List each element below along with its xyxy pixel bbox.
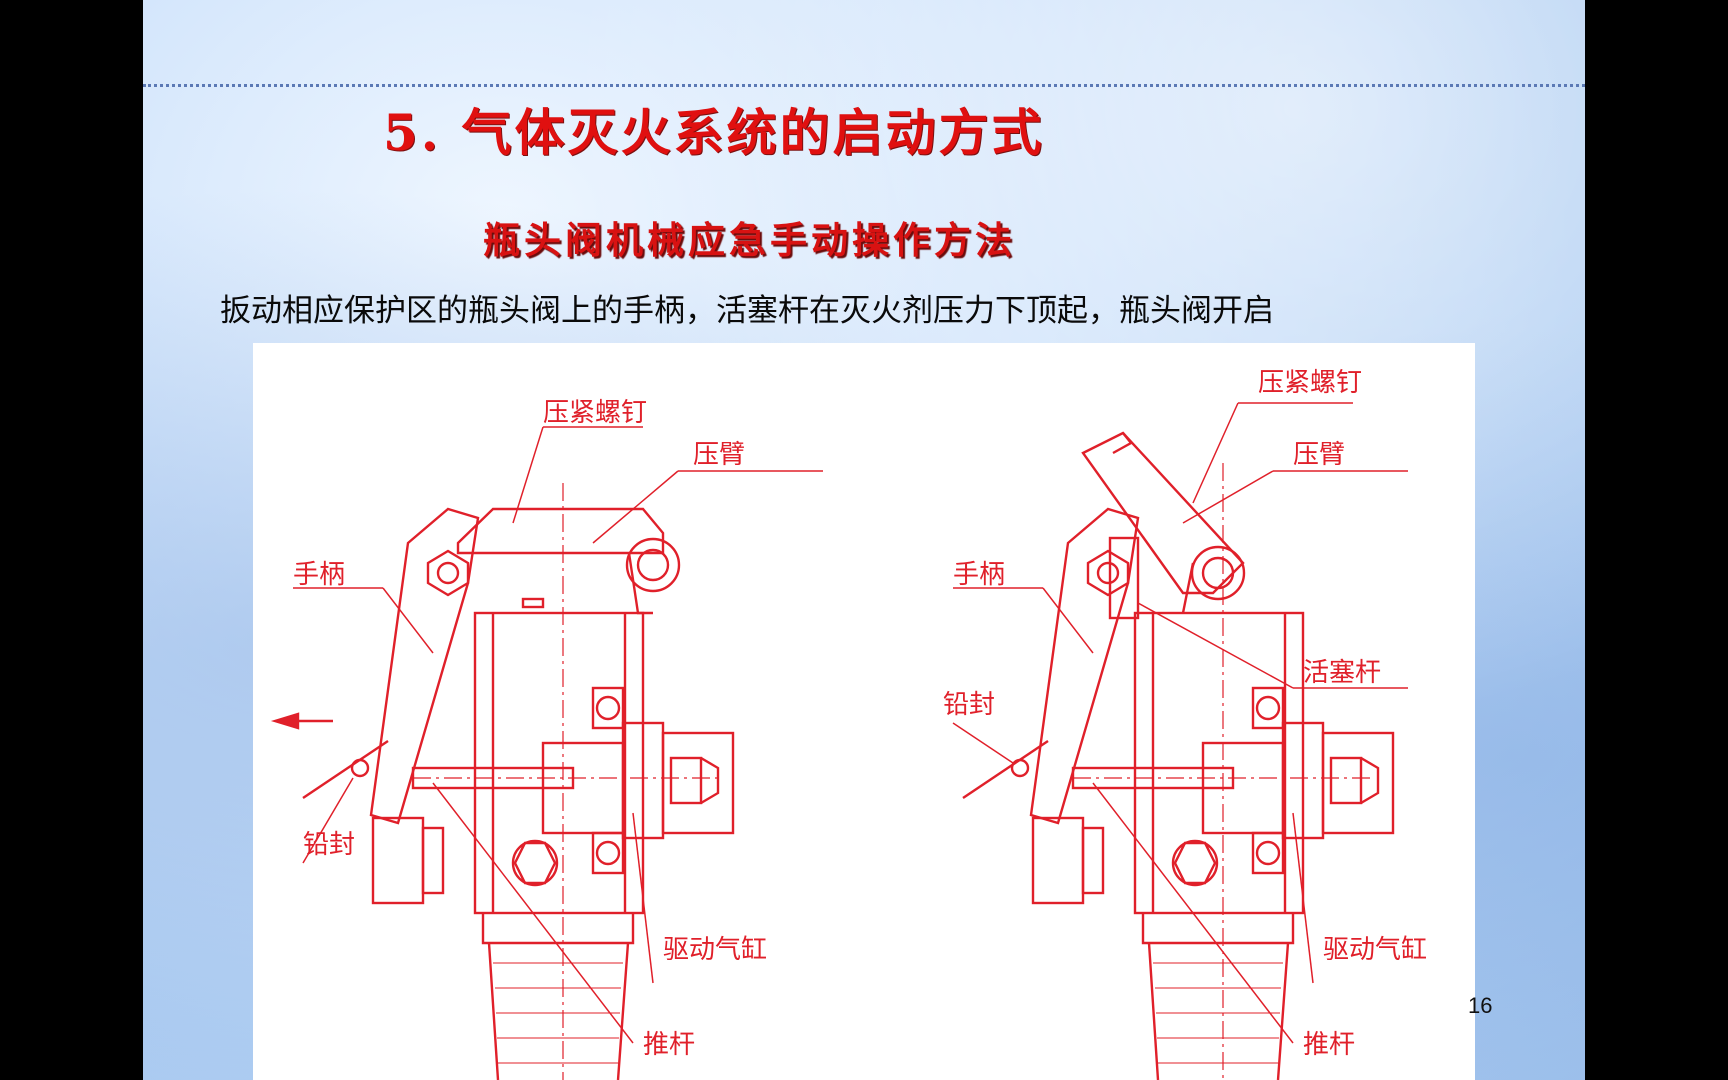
slide-subtitle: 瓶头阀机械应急手动操作方法 [483,218,1016,262]
left-label-push-rod: 推杆 [643,1030,695,1060]
right-label-cylinder: 驱动气缸 [1323,935,1427,965]
right-valve-drawing [952,402,1408,1080]
right-label-handle: 手柄 [953,560,1005,590]
right-label-push-rod: 推杆 [1303,1030,1355,1060]
left-label-cylinder: 驱动气缸 [663,935,767,965]
right-label-seal: 铅封 [943,690,995,720]
right-label-piston: 活塞杆 [1303,658,1381,688]
slide-title: 5. 气体灭火系统的启动方式 [383,103,1045,162]
left-valve-drawing [270,426,823,1080]
right-label-arm: 压臂 [1293,440,1345,470]
page-number: 16 [1468,993,1493,1018]
left-label-seal: 铅封 [303,830,355,860]
left-label-screw: 压紧螺钉 [543,398,647,428]
slide-description: 扳动相应保护区的瓶头阀上的手柄，活塞杆在灭火剂压力下顶起，瓶头阀开启 [220,293,1274,329]
dotted-divider [143,84,1585,87]
slide: 5. 气体灭火系统的启动方式 瓶头阀机械应急手动操作方法 扳动相应保护区的瓶头阀… [143,0,1585,1080]
left-label-handle: 手柄 [293,560,345,590]
right-label-screw: 压紧螺钉 [1258,368,1362,398]
left-label-arm: 压臂 [693,440,745,470]
valve-diagram: 压紧螺钉 压臂 手柄 铅封 驱动气缸 推杆 [253,343,1475,1080]
